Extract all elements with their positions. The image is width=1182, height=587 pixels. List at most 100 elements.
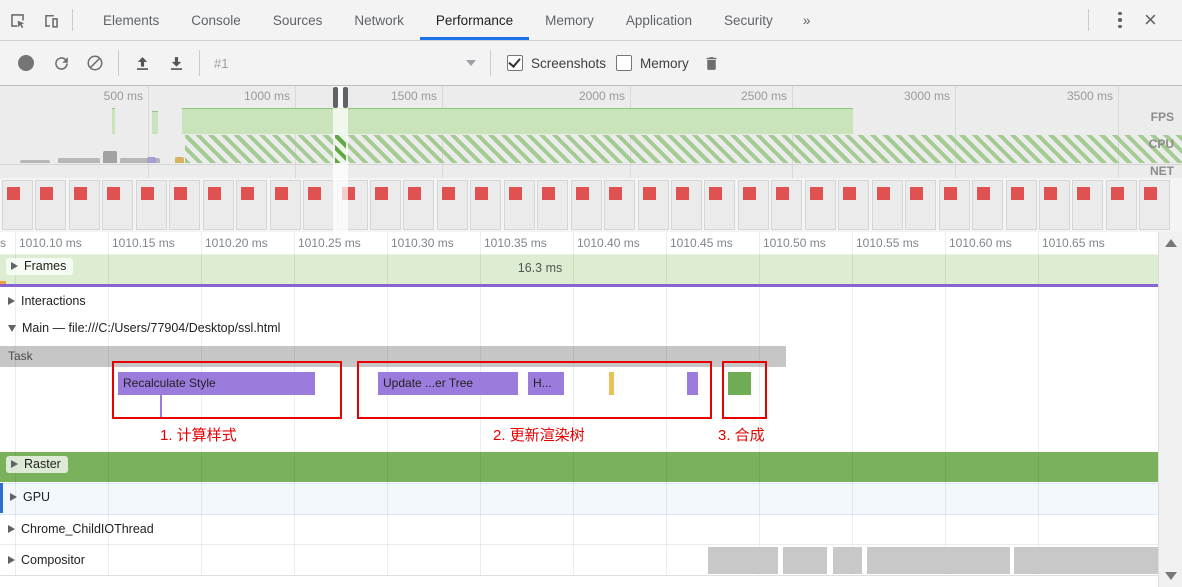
cpu-activity-blob	[103, 151, 117, 163]
tab-console[interactable]: Console	[191, 12, 241, 28]
screenshot-thumbnail[interactable]	[1105, 180, 1137, 230]
event-h-[interactable]: H...	[528, 372, 564, 395]
main-thread-track-header[interactable]: Main — file:///C:/Users/77904/Desktop/ss…	[8, 321, 280, 335]
screenshot-thumbnail[interactable]	[169, 180, 201, 230]
cpu-activity-blob	[147, 157, 156, 163]
memory-checkbox[interactable]	[616, 55, 633, 71]
screenshot-thumbnail[interactable]	[604, 180, 636, 230]
overview-fps-track	[0, 108, 1182, 134]
scroll-up-icon[interactable]	[1165, 239, 1177, 247]
event-bar[interactable]	[687, 372, 698, 395]
more-tabs-chevron[interactable]: »	[802, 12, 811, 28]
reload-and-record-icon[interactable]	[44, 54, 78, 73]
page-red-square	[140, 187, 154, 200]
screenshot-thumbnail[interactable]	[436, 180, 468, 230]
screenshot-thumbnail[interactable]	[1139, 180, 1171, 230]
recording-history-select[interactable]: #1	[206, 56, 484, 71]
screenshot-thumbnail[interactable]	[102, 180, 134, 230]
close-icon[interactable]: ×	[1144, 0, 1157, 40]
screenshot-thumbnail[interactable]	[503, 180, 535, 230]
overview-time-label: 1000 ms	[243, 89, 290, 103]
screenshot-thumbnail[interactable]	[269, 180, 301, 230]
screenshot-thumbnail[interactable]	[470, 180, 502, 230]
compositor-activity-block[interactable]	[867, 547, 1010, 574]
screenshot-thumbnail[interactable]	[35, 180, 67, 230]
overview-time-label: 500 ms	[103, 89, 143, 103]
gpu-track-bg[interactable]	[0, 483, 1158, 515]
screenshot-thumbnail[interactable]	[135, 180, 167, 230]
compositor-activity-block[interactable]	[833, 547, 862, 574]
inspect-element-icon[interactable]	[0, 0, 34, 40]
ruler-tick-label: 1010.20 ms	[205, 236, 268, 250]
screenshot-thumbnail[interactable]	[1005, 180, 1037, 230]
screenshot-thumbnail[interactable]	[202, 180, 234, 230]
tab-performance[interactable]: Performance	[420, 0, 529, 40]
page-red-square	[676, 187, 689, 200]
childio-track-bg[interactable]	[0, 515, 1158, 545]
ruler-tick-label: 1010.50 ms	[763, 236, 826, 250]
screenshot-thumbnail[interactable]	[637, 180, 669, 230]
scroll-down-icon[interactable]	[1165, 572, 1177, 580]
garbage-collect-icon[interactable]	[695, 54, 729, 73]
compositor-activity-block[interactable]	[783, 547, 827, 574]
load-profile-icon[interactable]	[125, 54, 159, 73]
interactions-track-header[interactable]: Interactions	[8, 294, 86, 308]
selection-right-handle[interactable]	[343, 87, 348, 108]
screenshot-thumbnail[interactable]	[804, 180, 836, 230]
event-bar[interactable]	[609, 372, 614, 395]
screenshot-thumbnail[interactable]	[838, 180, 870, 230]
frames-track-header[interactable]: Frames	[6, 258, 74, 275]
screenshots-checkbox-label[interactable]: Screenshots	[531, 55, 607, 71]
tab-security[interactable]: Security	[723, 12, 773, 28]
screenshot-thumbnail[interactable]	[403, 180, 435, 230]
more-options-icon[interactable]	[1103, 8, 1137, 32]
compositor-activity-block[interactable]	[708, 547, 778, 574]
screenshot-thumbnail[interactable]	[771, 180, 803, 230]
screenshot-thumbnail[interactable]	[737, 180, 769, 230]
childio-track-header[interactable]: Chrome_ChildIOThread	[8, 522, 154, 536]
screenshot-thumbnail[interactable]	[537, 180, 569, 230]
record-button[interactable]	[18, 55, 34, 71]
screenshots-checkbox[interactable]	[507, 55, 523, 71]
tab-application[interactable]: Application	[625, 12, 692, 28]
event-bar[interactable]	[728, 372, 751, 395]
screenshot-thumbnail[interactable]	[1038, 180, 1070, 230]
gpu-track-header[interactable]: GPU	[10, 490, 50, 504]
screenshot-thumbnail[interactable]	[68, 180, 100, 230]
screenshot-thumbnail[interactable]	[704, 180, 736, 230]
tab-network[interactable]: Network	[354, 12, 404, 28]
event-update-er-tree[interactable]: Update ...er Tree	[378, 372, 518, 395]
tab-memory[interactable]: Memory	[545, 12, 594, 28]
selection-left-handle[interactable]	[333, 87, 338, 108]
screenshot-thumbnail[interactable]	[2, 180, 33, 230]
vertical-scrollbar[interactable]	[1158, 232, 1182, 587]
screenshot-thumbnail[interactable]	[236, 180, 268, 230]
raster-track-bg[interactable]	[0, 451, 1158, 483]
compositor-activity-block[interactable]	[1014, 547, 1158, 574]
screenshot-thumbnail[interactable]	[905, 180, 937, 230]
main-thread-events-row: Recalculate Style Update ...er Tree H...	[0, 372, 1158, 395]
tab-elements[interactable]: Elements	[103, 12, 160, 28]
overview-cpu-track	[0, 134, 1182, 165]
raster-track-header[interactable]: Raster	[6, 456, 68, 473]
screenshot-thumbnail[interactable]	[972, 180, 1004, 230]
screenshot-thumbnail[interactable]	[570, 180, 602, 230]
memory-checkbox-label[interactable]: Memory	[640, 55, 689, 71]
screenshot-thumbnail[interactable]	[671, 180, 702, 230]
screenshot-thumbnail[interactable]	[938, 180, 970, 230]
page-red-square	[910, 187, 924, 200]
screenshot-thumbnail[interactable]	[1072, 180, 1104, 230]
clear-recording-icon[interactable]	[78, 54, 112, 72]
compositor-track-header[interactable]: Compositor	[8, 553, 85, 567]
divider	[1088, 9, 1089, 31]
screenshot-thumbnail[interactable]	[369, 180, 401, 230]
frames-track-bg[interactable]	[0, 254, 1158, 286]
event-recalculate-style[interactable]: Recalculate Style	[118, 372, 315, 395]
screenshot-thumbnail[interactable]	[871, 180, 903, 230]
device-toolbar-icon[interactable]	[34, 0, 68, 40]
tab-sources[interactable]: Sources	[272, 12, 323, 28]
screenshot-thumbnail[interactable]	[303, 180, 335, 230]
save-profile-icon[interactable]	[159, 54, 193, 73]
